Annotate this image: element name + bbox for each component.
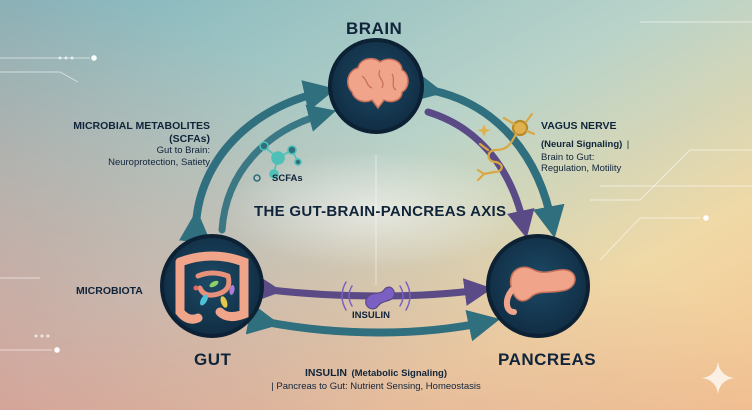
- arrow-gut-brain-inner: [218, 104, 337, 234]
- pancreas-icon: [504, 266, 576, 315]
- vagus-subheading: (Neural Signaling): [541, 138, 623, 150]
- pancreas-node: [486, 234, 590, 338]
- vagus-line1: Brain to Gut:: [541, 151, 595, 163]
- sparkle-icon: [702, 362, 734, 394]
- intestine-icon: [175, 251, 249, 324]
- vagus-separator: |: [626, 138, 630, 150]
- insulin-heading: INSULIN: [305, 367, 347, 379]
- gut-brain-annotation: MICROBIAL METABOLITES (SCFAs) Gut to Bra…: [60, 120, 210, 168]
- vagus-line2: Regulation, Motility: [541, 163, 622, 175]
- arrow-gut-pancreas-lower: [245, 303, 501, 342]
- insulin-heading-suffix: (Metabolic Signaling): [351, 368, 447, 379]
- insulin-icon-label: INSULIN: [352, 310, 390, 321]
- dot-decoration: [34, 56, 74, 338]
- microbiota-label: MICROBIOTA: [76, 285, 143, 297]
- diagram-title: THE GUT-BRAIN-PANCREAS AXIS: [254, 203, 507, 220]
- circuit-decoration: [0, 21, 752, 353]
- insulin-line1: | Pancreas to Gut: Nutrient Sensing, Hom…: [271, 381, 481, 393]
- gut-node: [160, 234, 264, 338]
- arrow-brain-pancreas-inner: [424, 108, 535, 239]
- gut-brain-line1: Gut to Brain:: [156, 145, 210, 157]
- arrow-gut-brain-outer: [178, 80, 337, 243]
- neuron-icon: [476, 112, 536, 182]
- gut-brain-subheading: (SCFAs): [169, 132, 210, 145]
- vagus-heading: VAGUS NERVE: [541, 120, 617, 132]
- brain-pancreas-annotation: VAGUS NERVE (Neural Signaling) | Brain t…: [541, 120, 691, 175]
- pancreas-label: PANCREAS: [498, 350, 597, 369]
- gut-label: GUT: [194, 350, 232, 369]
- brain-node: [328, 38, 424, 134]
- molecule-icon: [253, 141, 302, 182]
- gut-brain-heading: MICROBIAL METABOLITES: [73, 120, 210, 132]
- insulin-molecule-icon: [341, 281, 411, 311]
- brain-label: BRAIN: [346, 19, 403, 38]
- spark-icon: [477, 124, 491, 137]
- gut-brain-line2: Neuroprotection, Satiety: [108, 156, 210, 168]
- gut-pancreas-annotation: INSULIN (Metabolic Signaling) | Pancreas…: [226, 362, 526, 393]
- scfa-icon-label: SCFAs: [272, 173, 303, 184]
- brain-icon: [347, 57, 409, 110]
